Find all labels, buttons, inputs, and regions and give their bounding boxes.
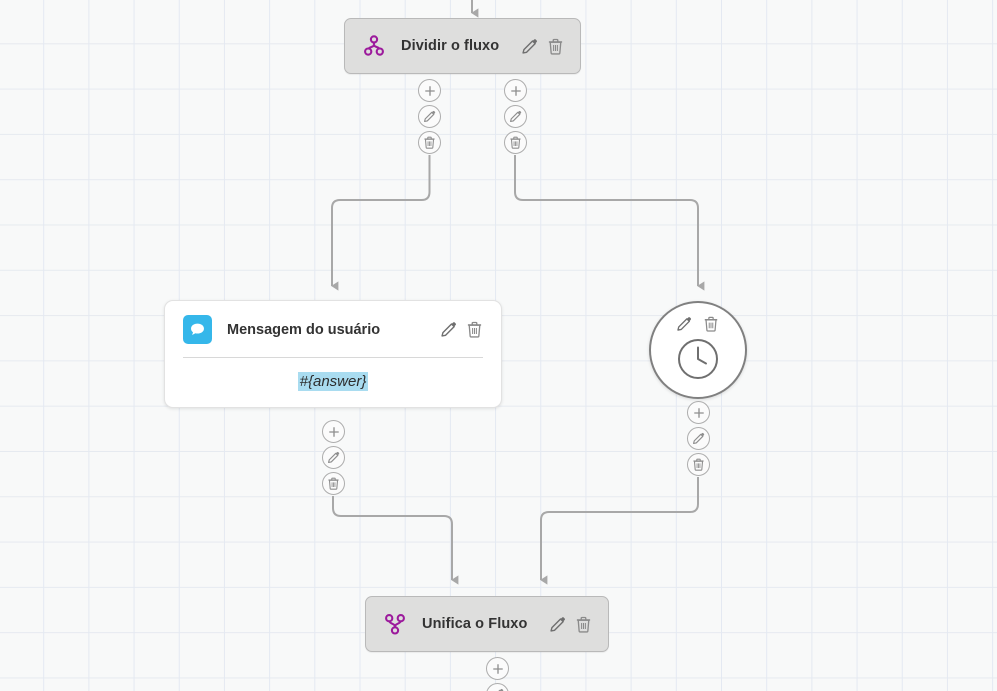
node-dividir-o-fluxo[interactable]: Dividir o fluxo — [344, 18, 582, 74]
card-title: Mensagem do usuário — [227, 321, 381, 338]
trash-icon[interactable] — [703, 316, 720, 333]
node-actions — [499, 38, 564, 55]
card-divider — [183, 357, 483, 358]
connector-stack-split-right[interactable] — [504, 79, 527, 154]
card-header: Mensagem do usuário — [183, 315, 483, 344]
pencil-icon[interactable] — [440, 321, 457, 338]
pencil-icon[interactable] — [322, 446, 345, 469]
trash-icon[interactable] — [687, 453, 710, 476]
node-unifica-o-fluxo[interactable]: Unifica o Fluxo — [365, 596, 610, 652]
clock-icon — [676, 337, 720, 386]
pencil-icon[interactable] — [549, 616, 566, 633]
plus-icon[interactable] — [322, 420, 345, 443]
trash-icon[interactable] — [418, 131, 441, 154]
merge-flow-icon — [382, 611, 408, 637]
edge-split-to-delay — [514, 155, 705, 291]
trash-icon[interactable] — [504, 131, 527, 154]
trash-icon[interactable] — [575, 616, 592, 633]
plus-icon[interactable] — [687, 401, 710, 424]
node-title: Unifica o Fluxo — [422, 616, 528, 632]
node-mensagem-do-usuario[interactable]: Mensagem do usuário — [164, 300, 502, 408]
connector-stack-delay[interactable] — [687, 401, 710, 476]
pencil-icon[interactable] — [504, 105, 527, 128]
pencil-icon[interactable] — [687, 427, 710, 450]
answer-token[interactable]: #{answer} — [297, 372, 369, 391]
card-actions — [418, 321, 483, 338]
pencil-icon[interactable] — [486, 683, 509, 691]
edge-delay-to-merge — [540, 477, 699, 585]
pencil-icon[interactable] — [521, 38, 538, 55]
plus-icon[interactable] — [486, 657, 509, 680]
connector-stack-user-message[interactable] — [322, 420, 345, 495]
edge-message-to-merge — [332, 496, 459, 585]
plus-icon[interactable] — [418, 79, 441, 102]
split-flow-icon — [361, 33, 387, 59]
trash-icon[interactable] — [547, 38, 564, 55]
node-title: Dividir o fluxo — [401, 38, 500, 54]
pencil-icon[interactable] — [418, 105, 441, 128]
trash-icon[interactable] — [322, 472, 345, 495]
plus-icon[interactable] — [504, 79, 527, 102]
connector-stack-split-left[interactable] — [418, 79, 441, 154]
connector-stack-merge[interactable] — [486, 657, 509, 691]
chat-bubble-icon — [183, 315, 212, 344]
node-actions — [527, 616, 592, 633]
card-body: #{answer} — [183, 358, 483, 391]
node-delay-clock[interactable] — [649, 301, 747, 399]
clock-actions — [676, 316, 720, 333]
trash-icon[interactable] — [466, 321, 483, 338]
edge-split-to-message — [331, 155, 431, 291]
pencil-icon[interactable] — [676, 316, 693, 333]
